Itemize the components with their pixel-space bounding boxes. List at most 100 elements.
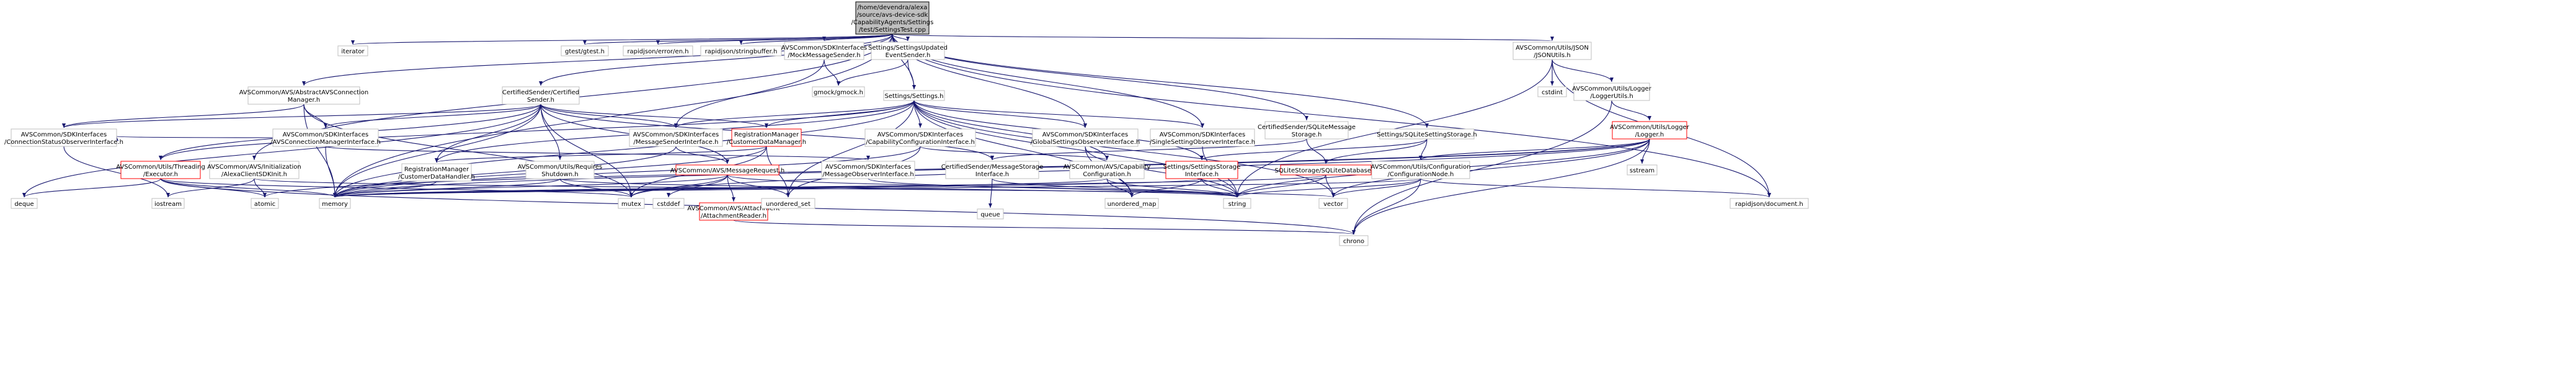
include-edge — [1352, 100, 1612, 235]
node-label-line: AVSCommon/SDKInterfaces — [633, 131, 719, 138]
node-label-line: AVSCommon/AVS/Attachment — [687, 205, 779, 212]
node-unordered-set[interactable]: unordered_set — [761, 198, 815, 209]
node-box — [1318, 198, 1348, 209]
node-box — [731, 128, 802, 147]
node-box — [1165, 161, 1238, 179]
node-deque[interactable]: deque — [11, 198, 38, 209]
node-box — [945, 161, 1039, 179]
node-abstract-avs-conn[interactable]: AVSCommon/AVS/AbstractAVSConnectionManag… — [239, 86, 369, 105]
node-atomic[interactable]: atomic — [251, 198, 279, 209]
include-edge — [822, 33, 893, 42]
node-msg-storage-iface[interactable]: CertifiedSender/MessageStorageInterface.… — [941, 161, 1044, 179]
include-edge — [913, 100, 1087, 128]
node-box — [251, 198, 279, 209]
node-iostream[interactable]: iostream — [151, 198, 185, 209]
include-edge — [913, 100, 1109, 161]
node-box — [401, 163, 472, 182]
node-iterator[interactable]: iterator — [337, 45, 368, 56]
node-vector[interactable]: vector — [1318, 198, 1348, 209]
node-reg-mgr-handler[interactable]: RegistrationManager/CustomerDataHandler.… — [398, 163, 475, 182]
node-avs-conn-mgr-iface[interactable]: AVSCommon/SDKInterfaces/AVSConnectionMan… — [270, 128, 381, 147]
node-box — [1069, 161, 1145, 179]
node-rj-document[interactable]: rapidjson/document.h — [1730, 198, 1809, 209]
node-conn-status-observer[interactable]: AVSCommon/SDKInterfaces/ConnectionStatus… — [4, 128, 123, 147]
node-cstddef[interactable]: cstddef — [652, 198, 685, 209]
node-label-line: /test/SettingsTest.cpp — [859, 27, 926, 33]
include-edge — [333, 146, 677, 198]
node-label-line: rapidjson/stringbuffer.h — [705, 48, 778, 55]
node-memory[interactable]: memory — [319, 198, 351, 209]
include-edge — [667, 174, 728, 198]
node-label-line: rapidjson/error/en.h — [627, 48, 688, 55]
include-edge — [22, 104, 541, 198]
node-capability-config[interactable]: AVSCommon/AVS/CapabilityConfiguration.h — [1064, 161, 1151, 179]
node-label-line: AVSCommon/Utils/Requires — [518, 164, 603, 171]
node-msg-observer-iface[interactable]: AVSCommon/SDKInterfaces/MessageObserverI… — [821, 161, 915, 179]
node-gtest[interactable]: gtest/gtest.h — [561, 45, 609, 56]
node-unordered-map[interactable]: unordered_map — [1104, 198, 1159, 209]
include-edge — [1325, 174, 1335, 198]
node-registration-manager[interactable]: RegistrationManager/CustomerDataManager.… — [727, 128, 806, 147]
include-edge — [333, 100, 915, 198]
node-label-line: /MessageSenderInterface.h — [634, 139, 719, 146]
node-label-line: AVSCommon/SDKInterfaces — [825, 164, 911, 171]
node-message-request[interactable]: AVSCommon/AVS/MessageRequest.h — [670, 164, 785, 176]
node-label-line: iterator — [341, 48, 365, 55]
node-label-line: /source/avs-device-sdk — [857, 12, 928, 19]
node-configuration-node[interactable]: AVSCommon/Utils/Configuration/Configurat… — [1371, 161, 1471, 179]
node-label-line: Configuration.h — [1083, 171, 1130, 178]
node-label-line: CertifiedSender/SQLiteMessage — [1258, 124, 1356, 131]
node-certified-sender[interactable]: CertifiedSender/CertifiedSender.h — [502, 86, 580, 105]
node-box — [699, 202, 768, 221]
node-msg-sender-iface[interactable]: AVSCommon/SDKInterfaces/MessageSenderInt… — [629, 128, 723, 147]
node-label-line: /CapabilityConfigurationInterface.h — [866, 139, 975, 146]
node-box — [525, 161, 595, 179]
node-threading-executor[interactable]: AVSCommon/Utils/Threading/Executor.h — [116, 161, 205, 179]
node-root[interactable]: /home/devendra/alexa/source/avs-device-s… — [851, 1, 934, 35]
node-global-settings-observer[interactable]: AVSCommon/SDKInterfaces/GlobalSettingsOb… — [1031, 128, 1140, 147]
node-gmock[interactable]: gmock/gmock.h — [812, 86, 865, 97]
node-sstream[interactable]: sstream — [1627, 164, 1658, 176]
node-sqlite-database[interactable]: SQLiteStorage/SQLiteDatabase.h — [1274, 164, 1377, 176]
node-label-line: /JSONUtils.h — [1534, 52, 1571, 59]
node-queue[interactable]: queue — [977, 208, 1004, 220]
node-sqlite-setting-storage[interactable]: Settings/SQLiteSettingStorage.h — [1377, 128, 1477, 140]
node-label-line: Interface.h — [1185, 171, 1219, 178]
node-box — [821, 161, 915, 179]
node-single-setting-observer[interactable]: AVSCommon/SDKInterfaces/SingleSettingObs… — [1150, 128, 1255, 147]
node-capability-config-iface[interactable]: AVSCommon/SDKInterfaces/CapabilityConfig… — [864, 128, 976, 147]
include-edge — [913, 100, 1204, 128]
node-label-line: /CapabilityAgents/Settings — [851, 19, 934, 26]
node-box — [784, 42, 864, 60]
include-edge — [333, 174, 728, 198]
node-rj-stringbuffer[interactable]: rapidjson/stringbuffer.h — [700, 45, 782, 56]
include-edge — [1420, 178, 1771, 198]
node-label-line: AVSCommon/SDKInterfaces — [781, 45, 867, 51]
node-logger-logger[interactable]: AVSCommon/Utils/Logger/Logger.h — [1610, 121, 1690, 140]
node-mutex[interactable]: mutex — [618, 198, 645, 209]
node-alexa-client-sdk-init[interactable]: AVSCommon/AVS/Initialization/AlexaClient… — [207, 161, 301, 179]
include-edge — [540, 104, 678, 128]
node-chrono[interactable]: chrono — [1339, 235, 1369, 246]
node-string[interactable]: string — [1223, 198, 1251, 209]
node-rj-error[interactable]: rapidjson/error/en.h — [623, 45, 693, 56]
node-label-line: CertifiedSender/MessageStorage — [941, 164, 1044, 171]
node-label-line: /LoggerUtils.h — [1590, 93, 1633, 100]
node-box — [1537, 86, 1567, 97]
node-label-line: AVSCommon/AVS/MessageRequest.h — [670, 167, 785, 174]
node-cstdint[interactable]: cstdint — [1537, 86, 1567, 97]
node-box — [1032, 128, 1139, 147]
node-settings-h[interactable]: Settings/Settings.h — [883, 90, 945, 101]
node-mock-message-sender[interactable]: AVSCommon/SDKInterfaces/MockMessageSende… — [781, 42, 867, 60]
node-logger-utils[interactable]: AVSCommon/Utils/Logger/LoggerUtils.h — [1572, 82, 1652, 101]
node-box — [1264, 121, 1349, 140]
node-json-utils[interactable]: AVSCommon/Utils/JSON/JSONUtils.h — [1512, 42, 1592, 60]
node-label-line: queue — [980, 211, 1000, 218]
node-label-line: /AttachmentReader.h — [701, 213, 766, 220]
include-edge — [303, 104, 633, 198]
node-attachment-reader[interactable]: AVSCommon/AVS/Attachment/AttachmentReade… — [687, 202, 780, 221]
